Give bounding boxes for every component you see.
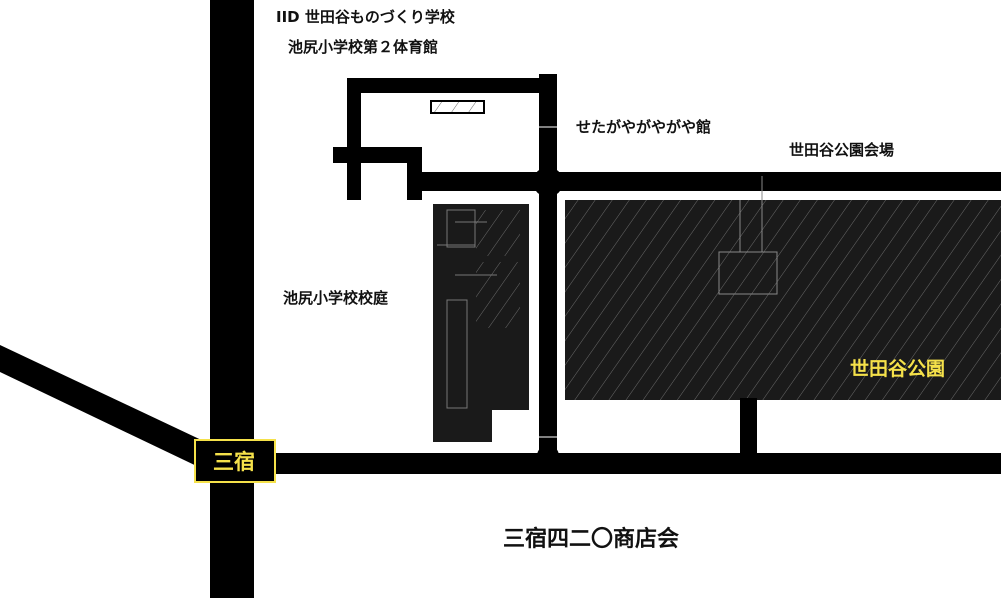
schoolyard-outline-upper bbox=[446, 209, 476, 248]
station-label-box bbox=[194, 439, 276, 483]
diagonal-road bbox=[0, 345, 212, 470]
gym-path-top bbox=[347, 78, 557, 93]
label-station: 三宿 bbox=[213, 450, 255, 474]
gym-path-left bbox=[347, 78, 361, 200]
schoolyard-outline-lower bbox=[446, 299, 468, 409]
bottom-horizontal-road bbox=[254, 453, 1001, 474]
schoolyard-hatch-lower bbox=[476, 262, 520, 328]
upper-horizontal-road bbox=[413, 172, 1001, 191]
schoolyard-hatch-upper bbox=[476, 210, 520, 256]
park-connector bbox=[740, 398, 757, 456]
label-association: 三宿四二〇商店会 bbox=[503, 526, 679, 552]
park-venue-marker bbox=[718, 251, 778, 295]
gym-path-right bbox=[407, 147, 422, 200]
label-park: 世田谷公園 bbox=[850, 358, 945, 380]
gym-path-stub bbox=[333, 147, 422, 163]
label-park-venue: 世田谷公園会場 bbox=[789, 141, 894, 159]
junction-circle-bottom bbox=[537, 445, 559, 467]
label-yagaya: せたがやがやがや館 bbox=[576, 118, 711, 136]
middle-vertical-road bbox=[539, 74, 557, 456]
label-school: IID 世田谷ものづくり学校 bbox=[276, 8, 456, 26]
park-hatch bbox=[565, 200, 1001, 400]
label-schoolyard: 池尻小学校校庭 bbox=[283, 289, 389, 307]
junction-circle bbox=[533, 167, 563, 197]
gym-building-marker bbox=[430, 100, 485, 114]
label-gym: 池尻小学校第２体育館 bbox=[288, 38, 438, 56]
main-vertical-road bbox=[210, 0, 254, 598]
schoolyard-notch bbox=[492, 410, 529, 442]
